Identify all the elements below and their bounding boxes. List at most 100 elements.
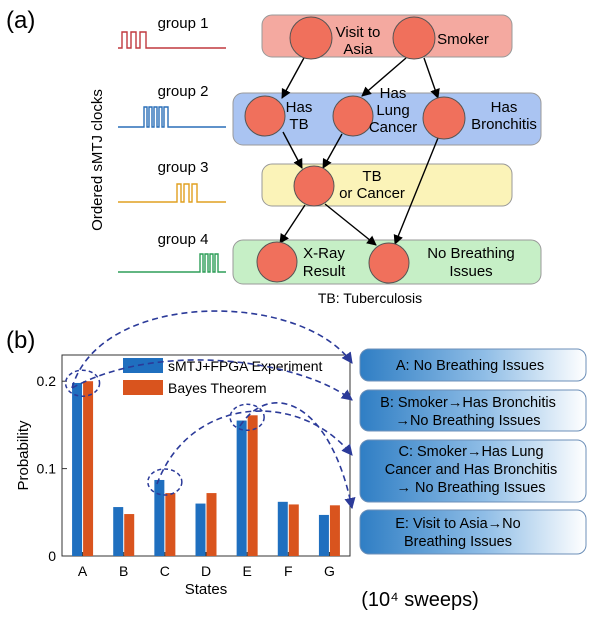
text-line: Bronchitis	[471, 116, 537, 133]
bar-F-experiment	[277, 501, 288, 556]
legend-swatch-experiment	[123, 358, 163, 373]
clock-wave-group-3	[118, 183, 226, 203]
text-line: Cancer and Has Bronchitis	[385, 462, 557, 478]
bar-A-experiment	[72, 382, 83, 556]
node-no-breathing	[368, 242, 410, 284]
bar-E-bayes	[247, 415, 258, 556]
box-a-text: A: No Breathing Issues	[396, 358, 544, 374]
panel-a-label: (a)	[6, 7, 35, 34]
text-line: X-Ray	[303, 245, 345, 262]
node-visit-asia	[289, 16, 333, 60]
group-1-label: group 1	[158, 15, 209, 32]
clock-waveforms	[118, 31, 226, 273]
bar-C-bayes	[165, 493, 176, 556]
box-state-b	[359, 389, 587, 432]
text-line: No Breathing	[427, 245, 515, 262]
highlight-A	[64, 369, 101, 397]
bar-C-experiment	[154, 479, 165, 556]
node-bronchitis	[422, 96, 466, 140]
highlight-E	[229, 403, 265, 432]
bar-G-bayes	[329, 505, 340, 556]
text-line: → No Breathing Issues	[396, 480, 545, 496]
band-group-2	[232, 92, 542, 146]
text-line: Issues	[449, 263, 492, 280]
node-smoker	[392, 16, 436, 60]
text-line: Asia	[343, 41, 373, 58]
text-line: B: Smoker→Has Bronchitis	[380, 395, 556, 411]
text-line: Cancer	[369, 119, 417, 136]
node-xray	[256, 241, 298, 283]
box-state-a	[359, 348, 587, 382]
node-has-tb	[244, 95, 286, 137]
bar-E-experiment	[236, 420, 247, 556]
box-b-text: B: Smoker→Has Bronchitis →No Breathing Is…	[380, 395, 556, 429]
text-line: Visit to	[336, 24, 381, 41]
clock-wave-group-1	[118, 31, 226, 49]
text-line: or Cancer	[339, 185, 405, 202]
x-tick-label: G	[324, 563, 335, 579]
node-lung-cancer	[332, 95, 374, 137]
bar-G-experiment	[318, 514, 329, 556]
x-tick-label: F	[284, 563, 293, 579]
bar-D-experiment	[195, 503, 206, 556]
text-line: TB	[362, 168, 381, 185]
text-line: Result	[303, 263, 346, 280]
sweeps-note: (10⁴ sweeps)	[361, 589, 479, 611]
highlight-C	[147, 468, 183, 496]
text-line: E: Visit to Asia→No	[395, 516, 520, 532]
text-line: Smoker	[437, 31, 489, 48]
node-tb-or-cancer	[293, 165, 335, 207]
text-line: Lung	[376, 102, 409, 119]
clocks-side-label: Ordered sMTJ clocks	[89, 89, 106, 231]
group-4-label: group 4	[158, 231, 209, 248]
tb-footnote: TB: Tuberculosis	[318, 290, 422, 306]
y-tick-label: 0.2	[37, 373, 57, 389]
y-axis-label: Probability	[15, 420, 32, 491]
group-2-label: group 2	[158, 83, 209, 100]
x-axis-label: States	[185, 581, 228, 598]
box-state-e	[359, 509, 587, 555]
text-line: A: No Breathing Issues	[396, 358, 544, 374]
text-line: →No Breathing Issues	[395, 413, 540, 429]
bar-D-bayes	[206, 493, 217, 556]
y-tick-label: 0	[48, 548, 56, 564]
state-boxes	[359, 348, 587, 555]
highlight-connectors	[71, 310, 356, 510]
bar-B-experiment	[113, 507, 124, 556]
text-line: Breathing Issues	[404, 534, 512, 550]
bar-B-bayes	[124, 514, 135, 556]
bar-F-bayes	[288, 504, 299, 556]
clock-wave-group-4	[118, 253, 226, 273]
panel-b-label: (b)	[6, 327, 35, 354]
text-line: TB	[289, 116, 308, 133]
y-tick-label: 0.1	[37, 461, 57, 477]
clock-wave-group-2	[118, 106, 226, 128]
legend-label-bayes: Bayes Theorem	[168, 380, 267, 396]
x-tick-label: D	[201, 563, 211, 579]
network-edges	[279, 55, 440, 246]
bar-A-bayes	[83, 381, 94, 556]
text-line: Has	[286, 99, 313, 116]
text-line: C: Smoker→Has Lung	[398, 444, 543, 460]
x-tick-label: A	[78, 563, 88, 579]
legend-label-experiment: sMTJ+FPGA Experiment	[168, 358, 323, 374]
text-line: Has	[491, 99, 518, 116]
group-3-label: group 3	[158, 159, 209, 176]
box-state-c	[359, 439, 587, 503]
text-line: Has	[380, 85, 407, 102]
label-smoker: Smoker	[437, 31, 489, 48]
x-tick-label: B	[119, 563, 128, 579]
legend-swatch-bayes	[123, 380, 163, 395]
x-tick-label: E	[242, 563, 251, 579]
